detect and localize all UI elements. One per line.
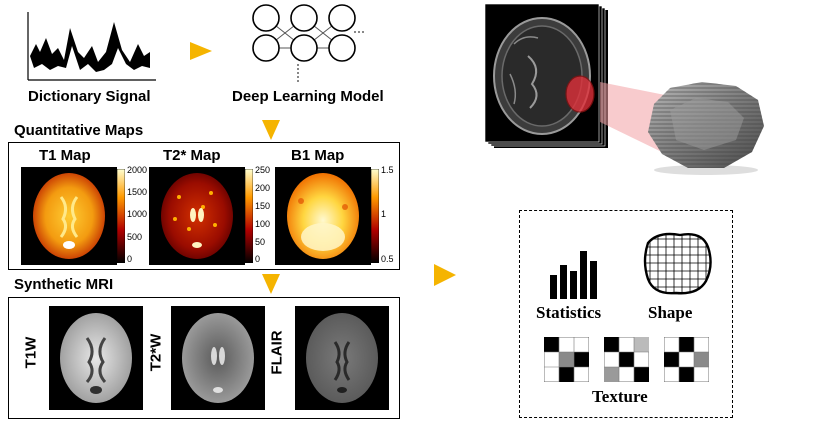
tick-label: 1 — [381, 209, 387, 219]
tick-label: 250 — [255, 165, 271, 175]
b1-colorbar-ticks: 1.5 1 0.5 — [381, 165, 399, 265]
tick-label: 0 — [255, 254, 261, 264]
t1-map-image — [21, 167, 117, 265]
t1w-image — [49, 306, 143, 410]
t1w-label-wrap: T1W — [15, 337, 45, 369]
t2starw-image — [171, 306, 265, 410]
shape-mesh-icon — [640, 229, 714, 297]
b1-map-image — [275, 167, 371, 265]
t2star-colorbar-ticks: 250 200 150 100 50 0 — [255, 165, 277, 265]
quantitative-maps-panel: T1 Map 2000 1500 1000 500 0 T2* Map — [8, 142, 400, 270]
shape-label: Shape — [648, 303, 693, 322]
t1-colorbar-ticks: 2000 1500 1000 500 0 — [127, 165, 153, 265]
t2starw-label: T2*W — [147, 333, 165, 372]
bar-chart-icon — [548, 243, 598, 299]
t2star-map-image — [149, 167, 245, 265]
b1-colorbar — [371, 169, 379, 263]
tick-label: 500 — [127, 232, 143, 242]
dictionary-signal-label: Dictionary Signal — [28, 88, 151, 105]
arrow-right-icon — [190, 42, 212, 60]
arrow-right-icon — [434, 264, 456, 286]
t2starw-label-wrap: T2*W — [141, 334, 171, 372]
flair-label-wrap: FLAIR — [261, 330, 295, 374]
b1-map-title: B1 Map — [291, 147, 345, 164]
tick-label: 150 — [255, 201, 271, 211]
tick-label: 1000 — [127, 209, 148, 219]
tick-label: 0 — [127, 254, 133, 264]
arrow-down-icon — [262, 120, 280, 140]
radiomics-features-box: Statistics Shape — [519, 210, 733, 418]
texture-label: Texture — [592, 387, 648, 406]
tick-label: 2000 — [127, 165, 148, 175]
texture-matrix-icon — [604, 337, 649, 382]
synthetic-mri-panel: T1W T2*W FLAIR — [8, 297, 400, 419]
arrow-down-icon — [262, 274, 280, 294]
quantitative-maps-title: Quantitative Maps — [14, 122, 144, 139]
tick-label: 0.5 — [381, 254, 394, 264]
t2star-colorbar — [245, 169, 253, 263]
t1-map-title: T1 Map — [39, 147, 91, 164]
neural-network-icon — [248, 2, 364, 84]
synthetic-mri-title: Synthetic MRI — [14, 276, 114, 293]
deep-learning-model-label: Deep Learning Model — [232, 88, 384, 105]
tumor-3d-render — [640, 70, 768, 176]
t1w-label: T1W — [22, 336, 40, 369]
texture-matrix-icon — [664, 337, 709, 382]
flair-label: FLAIR — [268, 330, 286, 375]
t1-colorbar — [117, 169, 125, 263]
dictionary-signal-plot — [22, 8, 162, 84]
tick-label: 100 — [255, 219, 271, 229]
statistics-label: Statistics — [536, 303, 602, 322]
tick-label: 1.5 — [381, 165, 394, 175]
tick-label: 50 — [255, 237, 266, 247]
texture-matrix-icon — [544, 337, 589, 382]
t2star-map-title: T2* Map — [163, 147, 221, 164]
tick-label: 200 — [255, 183, 271, 193]
flair-image — [295, 306, 389, 410]
tumor-segmentation-stack — [484, 4, 610, 150]
tick-label: 1500 — [127, 187, 148, 197]
